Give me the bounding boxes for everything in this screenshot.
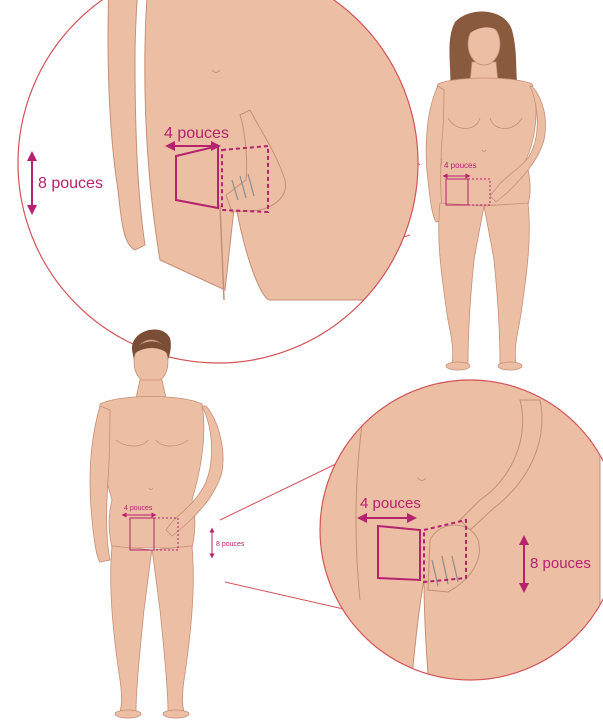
male-small-width-label: 4 pouces (124, 505, 153, 512)
female-figure (426, 12, 545, 370)
female-small-width-label: 4 pouces (444, 161, 476, 170)
male-zoom-width-label: 4 pouces (360, 495, 421, 512)
magnifier-lens-male (320, 370, 603, 700)
male-small-height-label: 8 pouces (216, 541, 245, 548)
female-zoom-width-label: 4 pouces (164, 125, 229, 142)
male-zoom-height-label: 8 pouces (530, 555, 591, 572)
female-zoom-height-label: 8 pouces (38, 175, 103, 192)
male-figure (90, 329, 223, 718)
